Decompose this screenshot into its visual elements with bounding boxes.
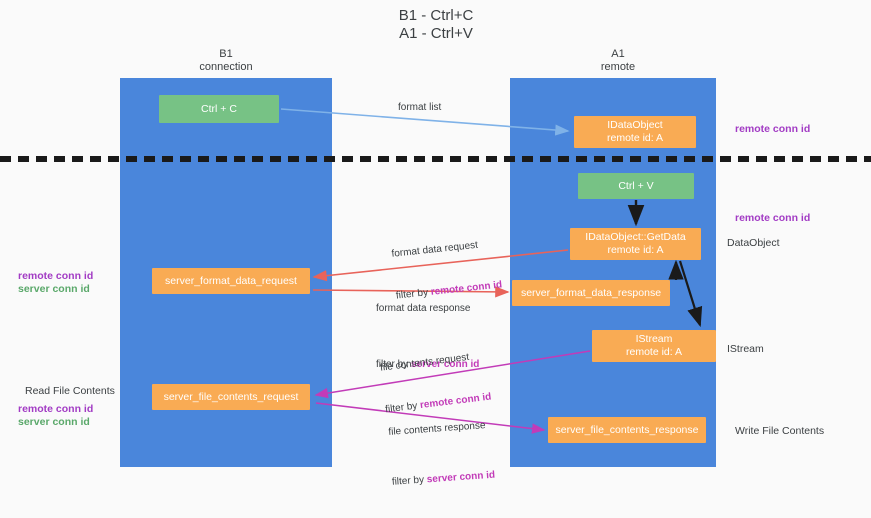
swimlane-b1-title: B1 <box>219 48 233 60</box>
edge-label-format-data-response-text: format data response <box>376 303 471 314</box>
label-remote-conn-id-mid: remote conn id <box>735 212 811 224</box>
edge-label-format-list: format list <box>398 102 442 113</box>
label-left-remote-conn-id-1: remote conn id <box>18 270 94 282</box>
filter-key: server conn id <box>411 359 480 370</box>
node-server-file-contents-response[interactable]: server_file_contents_response <box>548 417 706 443</box>
filter-prefix: filter by <box>391 474 428 488</box>
label-write-file-contents: Write File Contents <box>735 425 825 437</box>
node-ctrl-v[interactable]: Ctrl + V <box>578 173 694 199</box>
label-left-server-conn-id-1: server conn id <box>18 283 90 295</box>
node-ctrl-c[interactable]: Ctrl + C <box>159 95 279 123</box>
node-idataobject[interactable]: IDataObject remote id: A <box>574 116 696 148</box>
label-left-server-conn-id-2: server conn id <box>18 416 90 428</box>
label-read-file-contents: Read File Contents <box>25 385 115 397</box>
edge-label-file-contents-response-filter: filter by server conn id <box>391 469 496 490</box>
swimlane-a1-subtitle: remote <box>600 61 636 73</box>
edge-label-file-contents-response-text: file contents response <box>388 420 486 438</box>
edge-label-format-data-response: format data response filter by server co… <box>376 274 479 400</box>
node-server-file-contents-request[interactable]: server_file_contents_request <box>152 384 310 410</box>
page-title: B1 - Ctrl+C A1 - Ctrl+V <box>398 7 474 42</box>
node-server-format-data-response[interactable]: server_format_data_response <box>512 280 670 306</box>
edge-label-file-contents-request-text: file contents request <box>379 351 470 374</box>
swimlane-a1-title: A1 <box>611 48 625 60</box>
node-istream[interactable]: IStream remote id: A <box>592 330 716 362</box>
filter-prefix: filter by <box>376 359 412 370</box>
swimlane-b1-subtitle: connection <box>199 61 253 73</box>
filter-key: server conn id <box>426 469 496 486</box>
label-left-remote-conn-id-2: remote conn id <box>18 403 94 415</box>
label-remote-conn-id-top: remote conn id <box>735 123 811 135</box>
node-idataobject-getdata[interactable]: IDataObject::GetData remote id: A <box>570 228 701 260</box>
label-dataobject: DataObject <box>727 237 780 249</box>
node-server-format-data-request[interactable]: server_format_data_request <box>152 268 310 294</box>
edge-label-file-contents-response: file contents response filter by server … <box>386 391 497 518</box>
label-istream: IStream <box>727 343 764 355</box>
edge-label-format-data-request-text: format data request <box>391 239 479 260</box>
edge-label-format-data-response-filter: filter by server conn id <box>376 358 479 372</box>
